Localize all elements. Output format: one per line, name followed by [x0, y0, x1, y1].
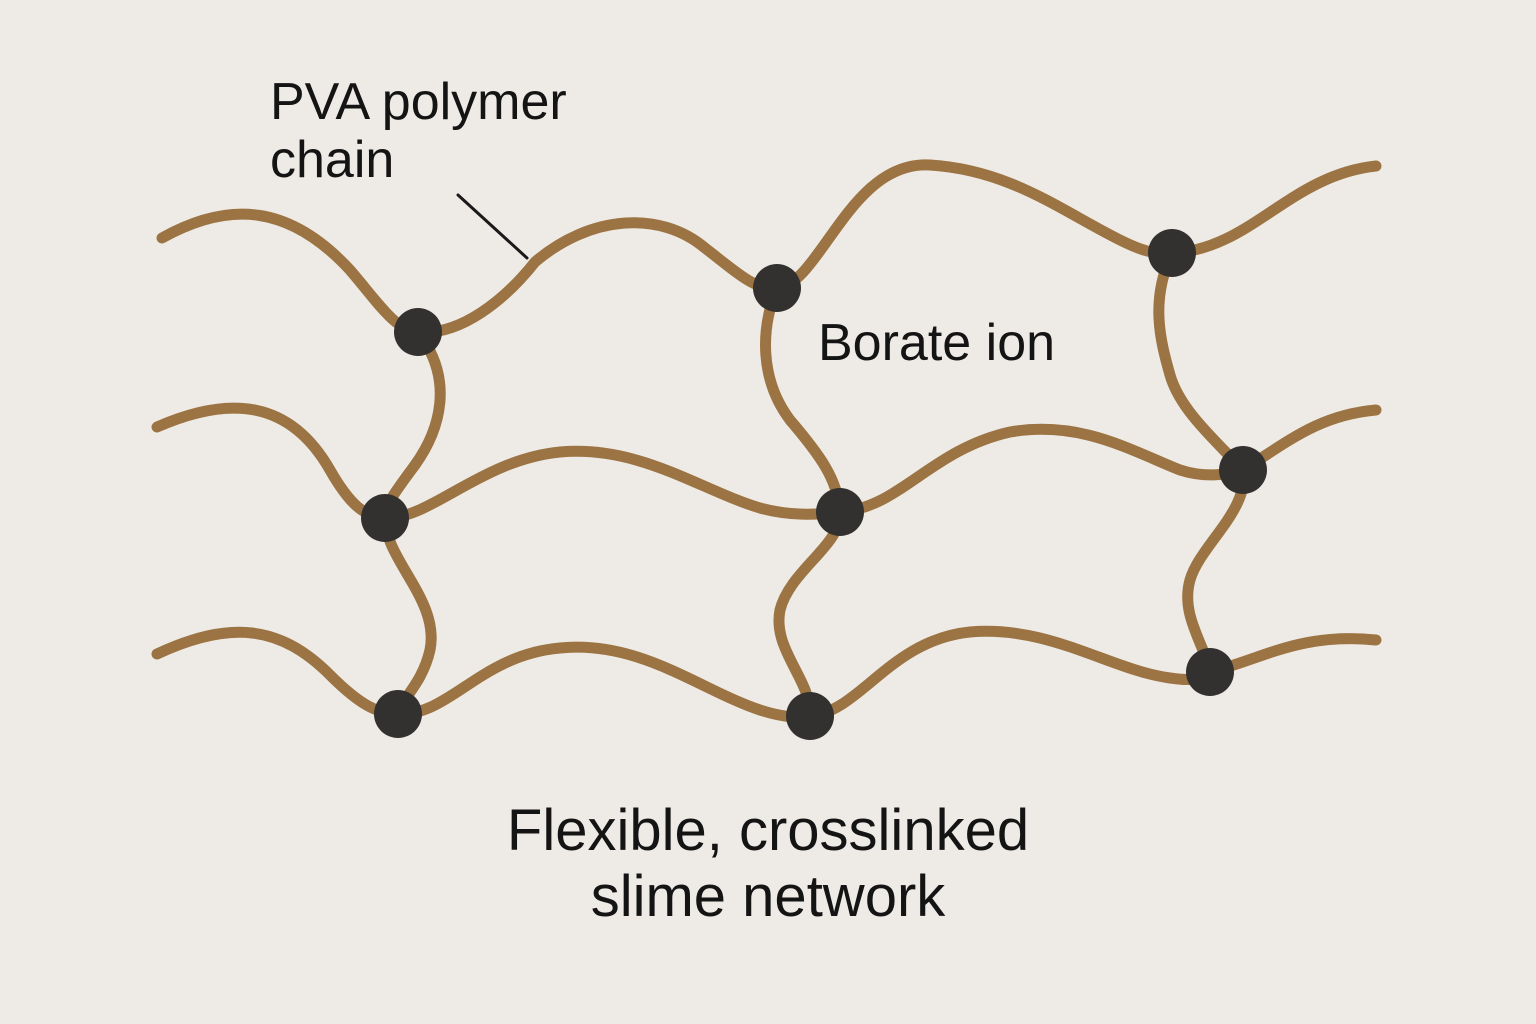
borate-ion-node [786, 692, 834, 740]
borate-ion-node [361, 494, 409, 542]
diagram-caption-line-1: Flexible, crosslinked [506, 798, 1030, 863]
polymer-chain-middle [151, 402, 1382, 524]
diagram-caption: Flexible, crosslinked slime network [0, 798, 1536, 930]
polymer-chain-label-line-1: PVA polymer [270, 73, 567, 131]
polymer-chain-label-line-2: chain [270, 131, 395, 189]
borate-ion-label: Borate ion [818, 314, 1056, 372]
borate-ion-node [1148, 229, 1196, 277]
diagram-caption-line-2: slime network [590, 864, 946, 929]
borate-ion-node [753, 264, 801, 312]
borate-ion-node [1219, 446, 1267, 494]
borate-ion-node [394, 308, 442, 356]
borate-ion-node [1186, 648, 1234, 696]
polymer-chain-label: PVA polymer chain [270, 73, 567, 189]
borate-ion-node [816, 488, 864, 536]
polymer-chain-leader-line [456, 193, 529, 260]
borate-ion-node [374, 690, 422, 738]
